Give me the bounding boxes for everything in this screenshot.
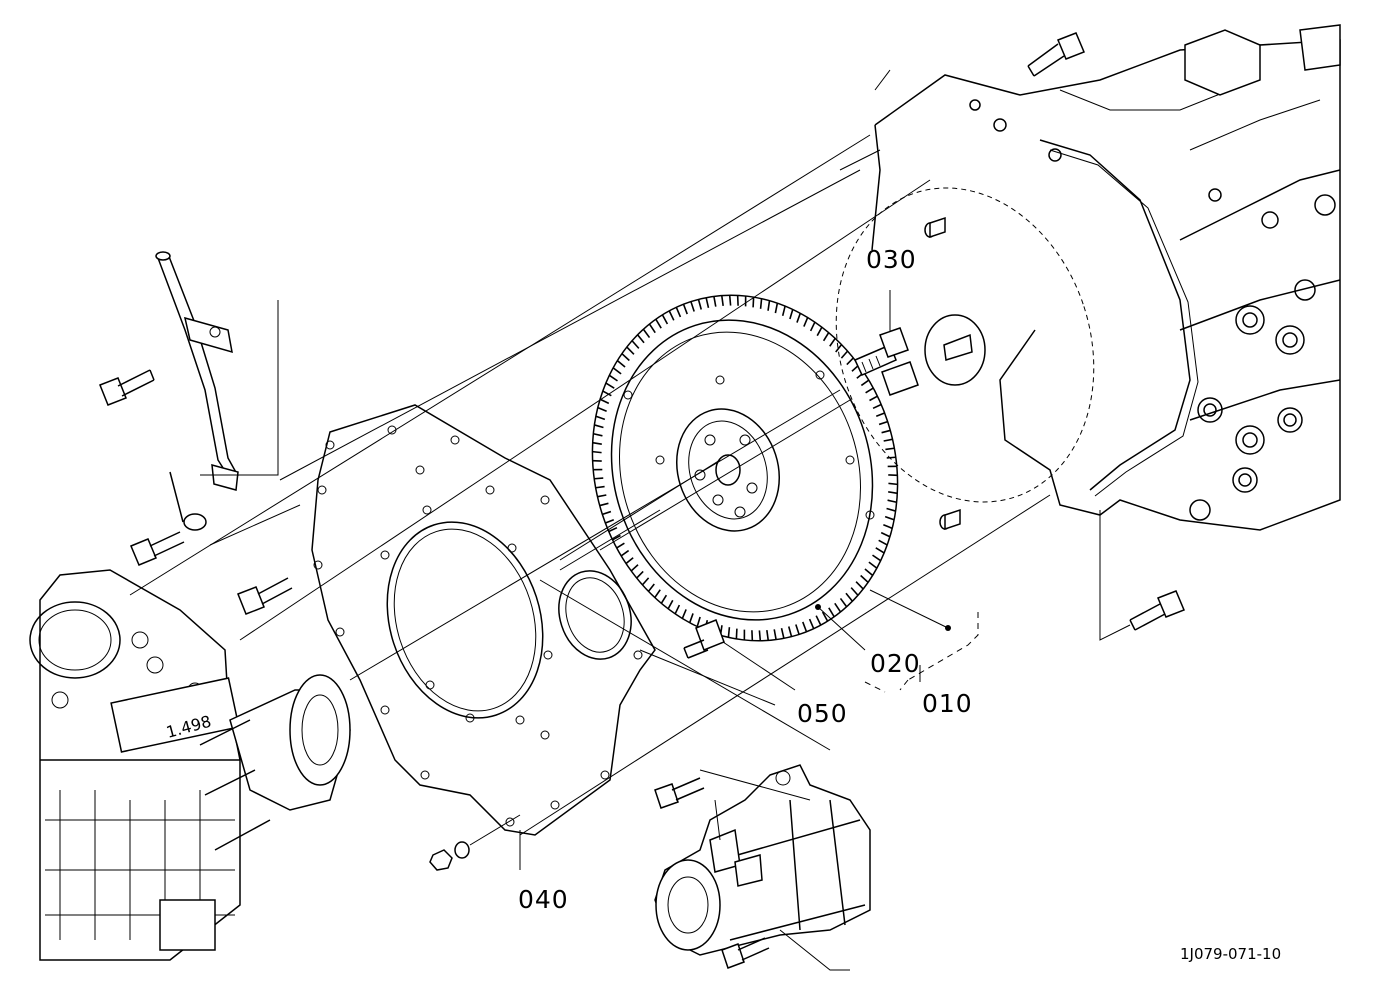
gear-tooth [759, 630, 760, 640]
callout-010: 010 [922, 689, 973, 718]
callout-030: 030 [866, 245, 917, 274]
gear-tooth [888, 483, 897, 484]
dipstick-bracket [185, 318, 232, 352]
gear-tooth [728, 627, 729, 637]
callout-050: 050 [797, 699, 848, 728]
gear-tooth [736, 629, 737, 639]
callout-040: 040 [518, 885, 569, 914]
dipstick-guide-assembly [100, 252, 300, 614]
engine-block: 1.498 [30, 570, 350, 960]
gear-tooth [594, 478, 603, 479]
figure-id: 1J079-071-10 [1180, 945, 1281, 963]
gear-tooth [761, 299, 762, 309]
gear-tooth [730, 295, 731, 305]
gear-tooth [592, 452, 601, 453]
starter-stud-050 [684, 620, 724, 658]
gear-tooth [887, 457, 896, 458]
gear-tooth [753, 297, 754, 307]
starter-motor [655, 765, 870, 970]
callout-020: 020 [870, 649, 921, 678]
